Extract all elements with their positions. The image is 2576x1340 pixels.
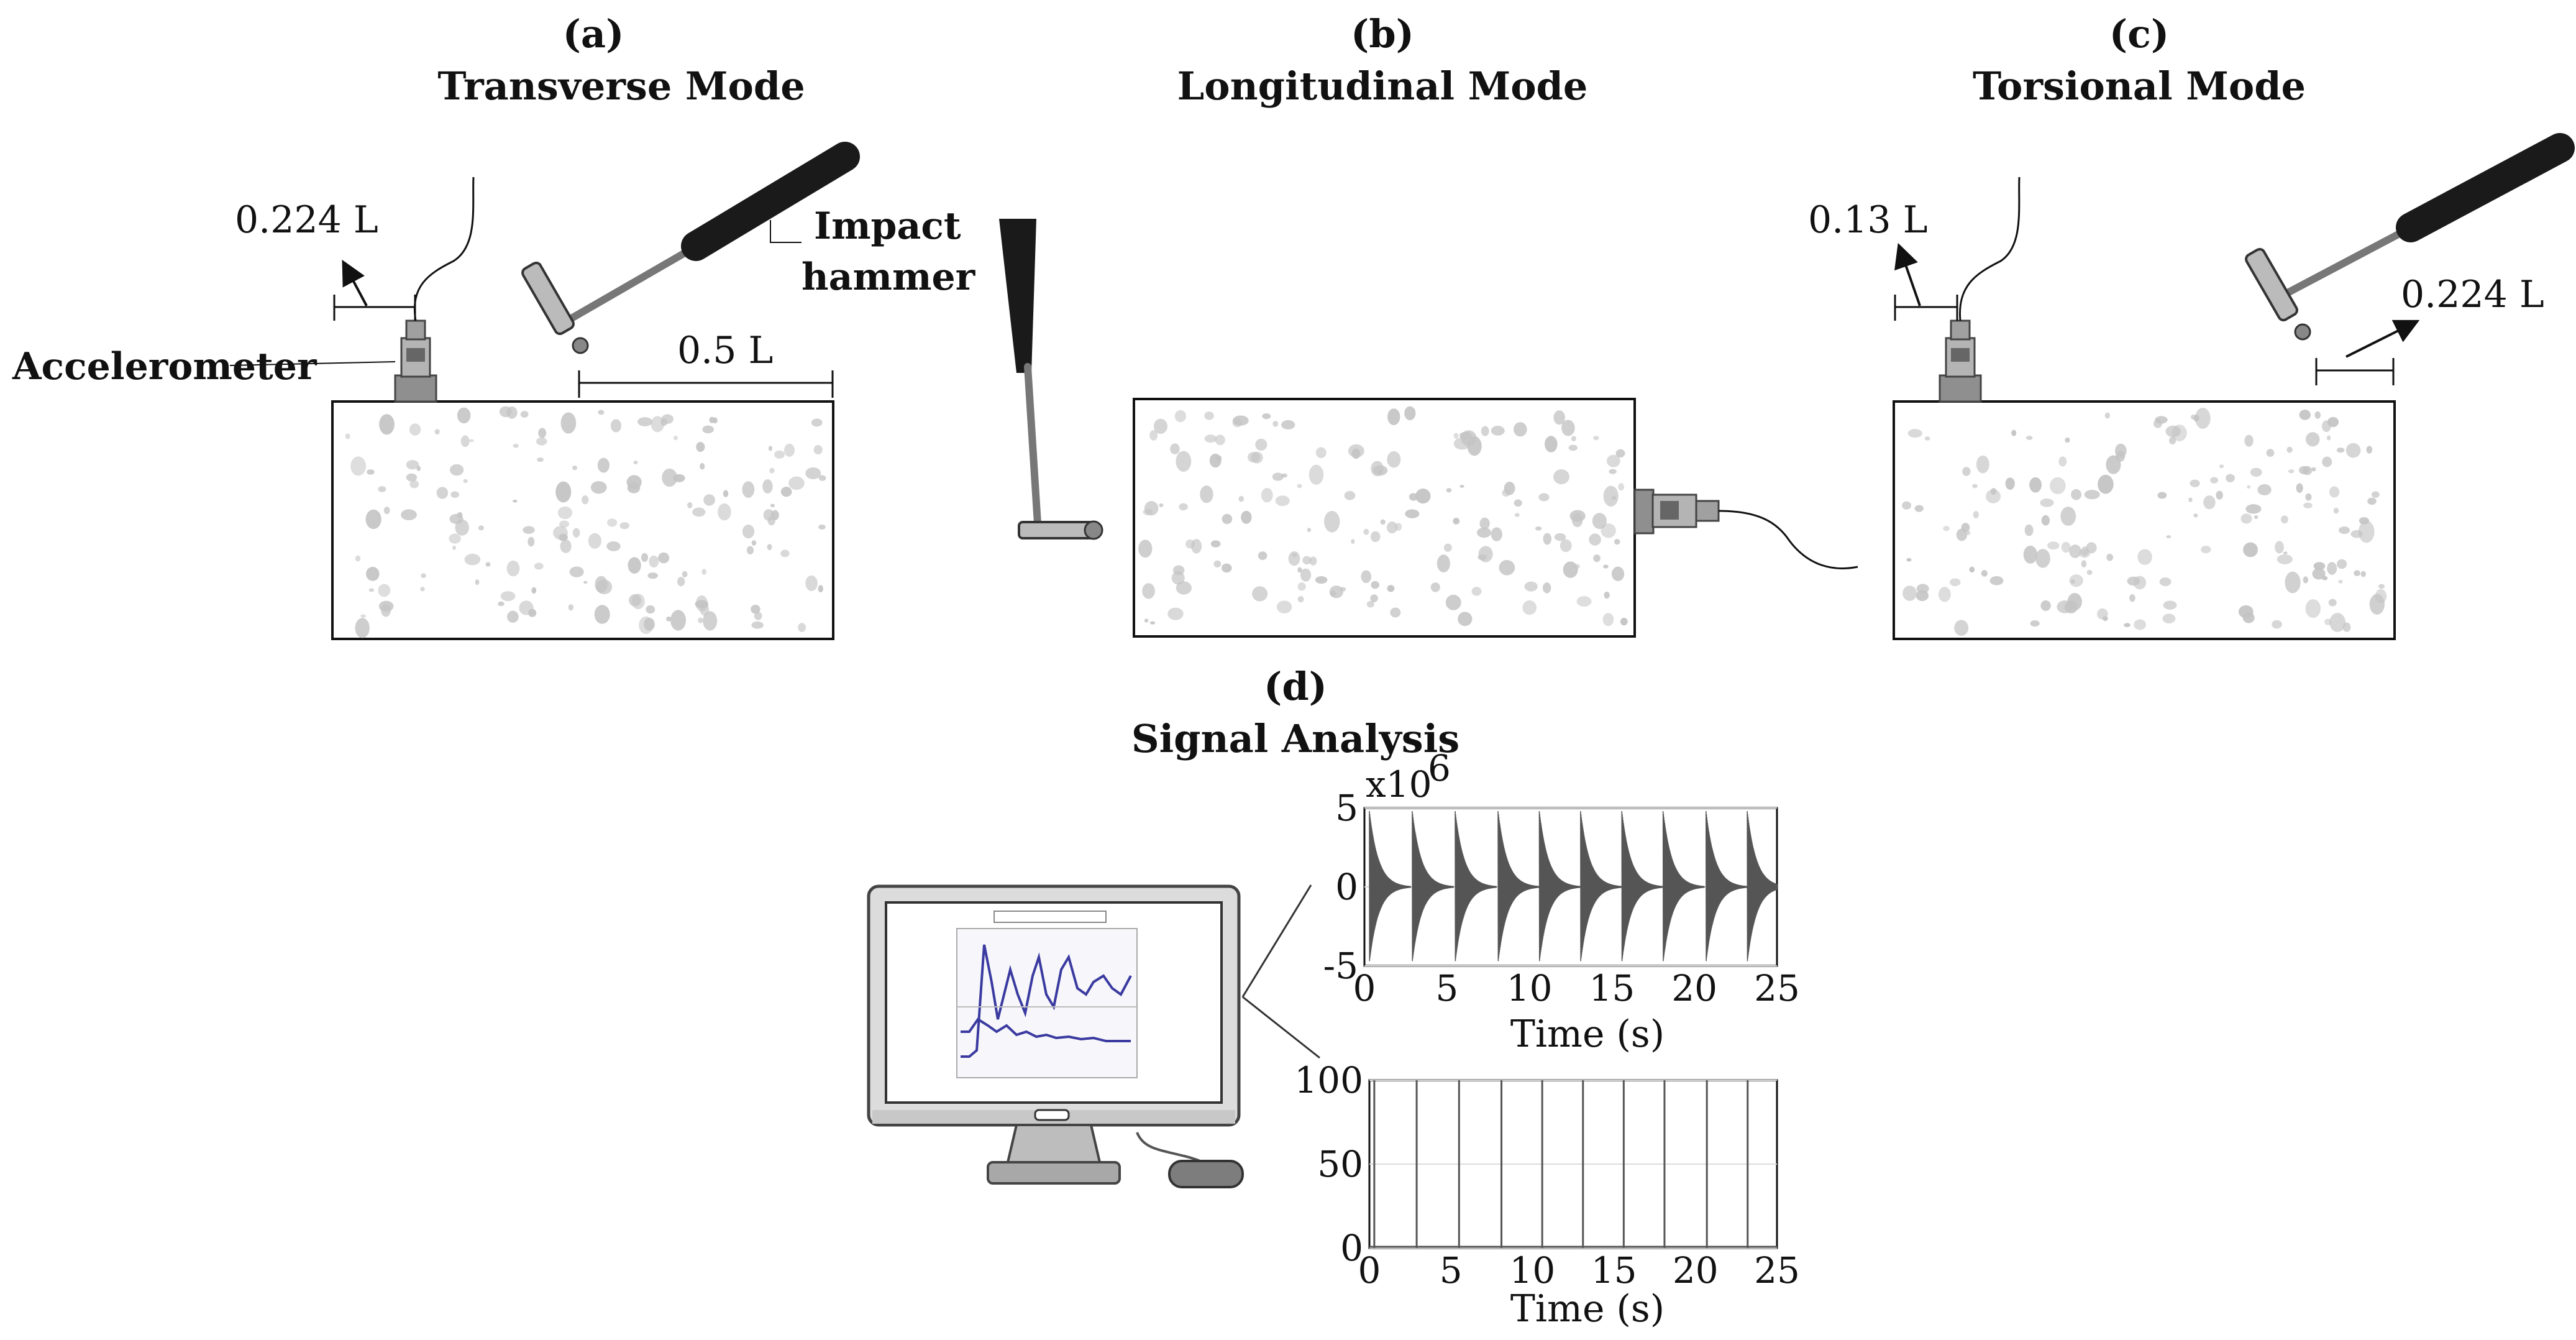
y-tick-label: 0 [1340,1227,1363,1269]
dimension-label-c-hammer: 0.224 L [2401,273,2544,316]
sensor-cable-a [414,177,475,321]
x-tick-label: 25 [1754,1249,1800,1292]
panel-a: (a) Transverse Mode Accelerometer 0.224 … [12,11,976,640]
panel-a-letter: (a) [563,11,624,57]
panel-d: (d) Signal Analysis x10 [867,664,1800,1331]
signal-burst [1369,811,1412,961]
x-tick-label: 5 [1440,1249,1463,1292]
panel-a-title: Transverse Mode [437,63,805,109]
y-tick-label: 100 [1294,1059,1363,1101]
impact-hammer-b [999,219,1103,540]
x-tick-label: 15 [1591,1249,1637,1292]
dimension-label-c-sensor: 0.13 L [1808,198,1928,242]
accelerometer-label: Accelerometer [12,345,317,388]
impact-hammer-label-line1: Impact [814,204,961,248]
dimension-label-a-sensor: 0.224 L [235,198,378,242]
accelerometer-c [1939,319,1982,403]
impact-hammer-label-line2: hammer [802,255,976,299]
screen-phase-curve [961,1017,1131,1042]
y-tick-label: 0 [1335,866,1358,908]
signal-burst [1621,811,1664,961]
screen-frf-curve [961,944,1132,1058]
chart2-xlabel: Time (s) [1510,1287,1665,1331]
panel-b-title: Longitudinal Mode [1177,63,1588,109]
panel-d-letter: (d) [1264,664,1327,709]
specimen-texture-c [1902,408,2387,636]
impact-hammer-a [521,142,860,354]
y-tick-label: 5 [1335,787,1358,829]
accelerometer-b [1633,489,1720,535]
y-tick-label: -5 [1323,945,1359,987]
panel-b-letter: (b) [1351,11,1414,57]
chart1-xlabel: Time (s) [1510,1012,1665,1056]
x-tick-label: 0 [1353,967,1376,1009]
panel-b: (b) Longitudinal Mode [999,11,1858,638]
accelerometer-a [394,319,437,403]
panel-c: (c) Torsional Mode 0.13 L 0.224 L [1808,11,2575,640]
x-tick-label: 25 [1754,967,1800,1009]
specimen-texture-b [1138,406,1628,626]
chart1-exponent-power: 6 [1428,747,1451,789]
x-tick-label: 20 [1673,1249,1719,1292]
signal-burst [1412,811,1455,961]
monitor-power-button [1034,1109,1070,1121]
dimension-arrow-a-sensor [342,259,368,306]
signal-burst [1747,811,1778,961]
signal-chart-impulse: 100 50 0 0 5 10 15 20 25 Time (s) [1294,1059,1800,1331]
sensor-cable-c [1958,177,2021,321]
signal-burst [1538,811,1581,961]
panel-c-letter: (c) [2109,11,2169,57]
sensor-cable-b [1718,510,1858,569]
x-tick-label: 10 [1509,1249,1555,1292]
panel-c-title: Torsional Mode [1973,63,2306,109]
x-tick-label: 5 [1435,967,1458,1009]
connector-line-bottom [1242,996,1320,1059]
connector-line-top [1241,884,1312,998]
x-tick-label: 15 [1589,967,1635,1009]
y-tick-label: 50 [1317,1143,1363,1185]
computer-mouse [1168,1160,1244,1188]
signal-burst [1455,811,1497,961]
x-tick-label: 20 [1671,967,1717,1009]
signal-burst [1497,811,1540,961]
signal-burst [1706,811,1748,961]
specimen-texture-a [345,406,826,638]
dimension-arrow-c-hammer [2345,319,2420,358]
computer-monitor [867,884,1241,1185]
specimen-block-a [331,400,834,640]
specimen-block-b [1133,398,1636,638]
specimen-block-c [1893,400,2396,640]
x-tick-label: 10 [1507,967,1553,1009]
dimension-label-a-hammer: 0.5 L [677,329,773,372]
x-tick-label: 0 [1358,1249,1381,1292]
dimension-arrow-c-sensor [1894,242,1921,306]
impact-hammer-c [2245,133,2575,341]
chart1-exponent-base: x10 [1366,763,1432,805]
accelerometer-leader-line [229,361,396,366]
signal-burst [1580,811,1623,961]
impact-hammer-leader [770,220,802,243]
panel-d-title: Signal Analysis [1131,716,1459,761]
signal-burst [1662,811,1705,961]
